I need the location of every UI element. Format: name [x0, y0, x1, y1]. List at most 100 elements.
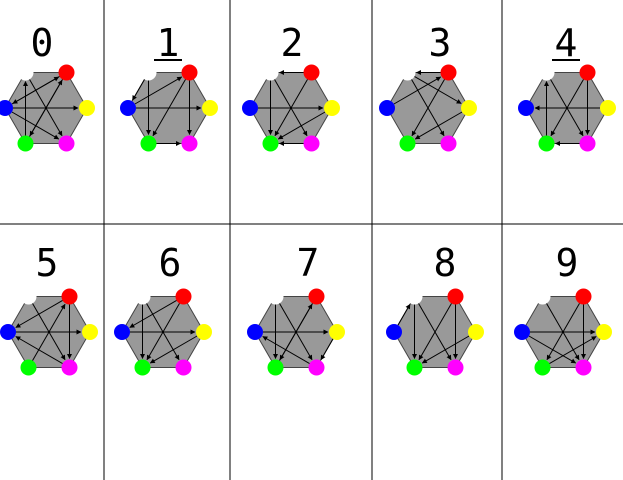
- edge-arrow: [550, 79, 584, 137]
- edge-arrow: [546, 303, 580, 361]
- node-green: [20, 359, 37, 376]
- node-blue: [514, 324, 530, 340]
- node-red: [579, 64, 596, 81]
- node-yellow: [596, 324, 612, 340]
- node-magenta: [181, 135, 198, 152]
- node-blue: [518, 100, 534, 116]
- digit-panel-0: 0: [0, 21, 95, 152]
- node-magenta: [175, 359, 192, 376]
- edge-arrow: [132, 79, 145, 101]
- node-red: [181, 64, 198, 81]
- node-white: [538, 64, 555, 81]
- edge-arrow: [15, 300, 63, 328]
- digit-panel-2: 2: [242, 21, 340, 152]
- digit-panel-4: 4: [518, 21, 616, 152]
- node-green: [267, 359, 284, 376]
- edge-arrow: [134, 76, 183, 105]
- node-green: [17, 135, 34, 152]
- node-magenta: [579, 135, 596, 152]
- node-green: [406, 359, 423, 376]
- node-red: [303, 64, 320, 81]
- node-yellow: [329, 324, 345, 340]
- edge-arrow: [146, 303, 180, 361]
- edge-arrow: [262, 336, 310, 364]
- edge-arrow: [12, 76, 60, 104]
- node-white: [399, 64, 416, 81]
- edge-arrow: [149, 335, 198, 364]
- digit-label: 9: [556, 241, 579, 285]
- edge-arrow: [418, 303, 452, 361]
- digit-label: 7: [297, 241, 320, 285]
- node-green: [134, 359, 151, 376]
- digit-label: 3: [429, 21, 452, 65]
- digit-panel-9: 9: [514, 241, 612, 376]
- digit-panel-5: 5: [0, 241, 98, 376]
- node-yellow: [202, 100, 218, 116]
- node-blue: [386, 324, 402, 340]
- edge-arrow: [549, 336, 597, 364]
- node-red: [308, 288, 325, 305]
- node-red: [61, 288, 78, 305]
- digit-panel-6: 6: [114, 241, 212, 376]
- edge-arrow: [528, 335, 577, 364]
- digit-label: 4: [555, 21, 578, 65]
- node-white: [406, 288, 423, 305]
- panels: 0 1 2 3 4 5 6 7 8 9: [0, 21, 616, 376]
- node-yellow: [468, 324, 484, 340]
- edge-arrow: [15, 336, 63, 364]
- digit-label: 1: [157, 21, 180, 65]
- node-magenta: [447, 359, 464, 376]
- node-blue: [0, 100, 13, 116]
- node-blue: [247, 324, 263, 340]
- node-blue: [120, 100, 136, 116]
- edge-arrow: [277, 111, 326, 140]
- node-magenta: [58, 135, 75, 152]
- node-green: [262, 135, 279, 152]
- node-yellow: [324, 100, 340, 116]
- node-red: [175, 288, 192, 305]
- digit-label: 6: [159, 241, 182, 285]
- node-yellow: [79, 100, 95, 116]
- node-white: [20, 288, 37, 305]
- node-white: [534, 288, 551, 305]
- node-yellow: [82, 324, 98, 340]
- node-white: [262, 64, 279, 81]
- node-magenta: [308, 359, 325, 376]
- node-red: [447, 288, 464, 305]
- edge-arrow: [11, 111, 60, 140]
- node-red: [440, 64, 457, 81]
- edge-arrow: [411, 79, 445, 137]
- node-white: [140, 64, 157, 81]
- node-blue: [242, 100, 258, 116]
- node-yellow: [196, 324, 212, 340]
- node-magenta: [575, 359, 592, 376]
- digit-panel-7: 7: [247, 241, 345, 376]
- node-blue: [379, 100, 395, 116]
- node-yellow: [461, 100, 477, 116]
- node-white: [134, 288, 151, 305]
- edge-arrow: [274, 79, 308, 137]
- digit-panel-8: 8: [386, 241, 484, 376]
- edge-arrow: [129, 300, 177, 328]
- edge-arrow: [29, 79, 63, 137]
- node-green: [538, 135, 555, 152]
- node-green: [140, 135, 157, 152]
- node-green: [399, 135, 416, 152]
- edge-arrow: [414, 76, 462, 104]
- node-yellow: [600, 100, 616, 116]
- digit-label: 8: [434, 241, 457, 285]
- digit-label: 0: [31, 21, 54, 65]
- node-magenta: [61, 359, 78, 376]
- digit-panel-1: 1: [120, 21, 218, 152]
- node-blue: [114, 324, 130, 340]
- node-red: [58, 64, 75, 81]
- digit-panel-3: 3: [379, 21, 477, 152]
- digit-label: 2: [281, 21, 304, 65]
- node-magenta: [303, 135, 320, 152]
- edge-arrow: [152, 79, 186, 137]
- edge-arrow: [279, 303, 313, 361]
- node-blue: [0, 324, 16, 340]
- digit-label: 5: [36, 241, 59, 285]
